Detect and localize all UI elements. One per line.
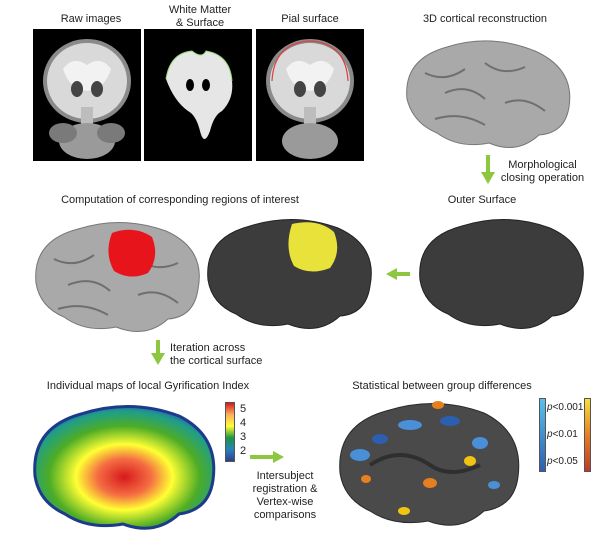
gi-colorbar — [225, 402, 235, 462]
p-tick-005: p<0.05 — [547, 457, 578, 467]
p-tick-001-text: <0.01 — [552, 429, 578, 440]
p-tick-001-prefix: p — [547, 429, 553, 440]
brain-gyrification-map — [33, 404, 216, 530]
label-morph-line2: closing operation — [500, 172, 585, 184]
arrow-iteration-head — [151, 353, 165, 365]
arrow-morph-shaft — [486, 155, 490, 173]
label-white-matter-line2: & Surface — [175, 17, 225, 29]
brain-outer-surface — [419, 219, 584, 329]
p-tick-005-text: <0.05 — [552, 456, 578, 467]
label-white-matter-line1: White Matter — [168, 4, 232, 16]
raw-mri-panel — [33, 29, 141, 161]
p-tick-0001-prefix: p — [547, 402, 553, 413]
label-iteration: Iteration across the cortical surface — [170, 342, 280, 368]
gi-tick-3: 3 — [240, 431, 247, 443]
gi-tick-2: 2 — [240, 445, 247, 457]
label-morph-line1: Morphological — [508, 159, 577, 171]
label-intersubject-line1: Intersubject — [256, 470, 314, 482]
brain-statistical-map — [339, 401, 520, 526]
label-intersubject: Intersubject registration & Vertex-wise … — [245, 470, 325, 522]
arrow-iteration-shaft — [156, 340, 160, 354]
label-individual-maps: Individual maps of local Gyrification In… — [46, 380, 250, 392]
white-matter-panel — [144, 29, 252, 161]
pial-surface-image — [266, 39, 354, 159]
white-matter-image — [165, 50, 233, 139]
brain-gray-red-roi — [35, 222, 200, 332]
label-statistical: Statistical between group differences — [352, 380, 532, 392]
brain-dark-yellow-roi — [207, 219, 372, 329]
p-colorbar-warm — [584, 398, 591, 472]
label-intersubject-line3: Vertex-wise — [256, 496, 314, 508]
label-intersubject-line4: comparisons — [253, 509, 317, 521]
label-raw-images: Raw images — [60, 13, 122, 25]
label-pial-surface: Pial surface — [281, 13, 339, 25]
gi-tick-5: 5 — [240, 403, 247, 415]
raw-mri-image — [43, 39, 131, 159]
label-morph: Morphological closing operation — [495, 159, 590, 185]
pial-surface-panel — [256, 29, 364, 161]
p-tick-005-prefix: p — [547, 456, 553, 467]
label-intersubject-line2: registration & — [252, 483, 318, 495]
arrow-left-head — [386, 268, 397, 280]
arrow-right-head — [273, 451, 284, 463]
label-white-matter: White Matter & Surface — [150, 4, 250, 30]
p-tick-001: p<0.01 — [547, 430, 578, 440]
p-colorbar-blue — [539, 398, 546, 472]
label-outer-surface: Outer Surface — [447, 194, 517, 206]
label-3d-reconstruction: 3D cortical reconstruction — [422, 13, 548, 25]
label-iteration-line1: Iteration across — [170, 342, 246, 354]
gi-tick-4: 4 — [240, 417, 247, 429]
brain-3d-reconstruction — [406, 40, 571, 148]
arrow-left-shaft — [396, 272, 410, 276]
label-corresponding-regions: Computation of corresponding regions of … — [61, 194, 299, 206]
arrow-right-shaft — [250, 455, 274, 459]
arrow-morph-head — [481, 172, 495, 184]
label-iteration-line2: the cortical surface — [170, 355, 263, 367]
p-tick-0001: p<0.001 — [547, 403, 583, 413]
p-tick-0001-text: <0.001 — [552, 402, 584, 413]
